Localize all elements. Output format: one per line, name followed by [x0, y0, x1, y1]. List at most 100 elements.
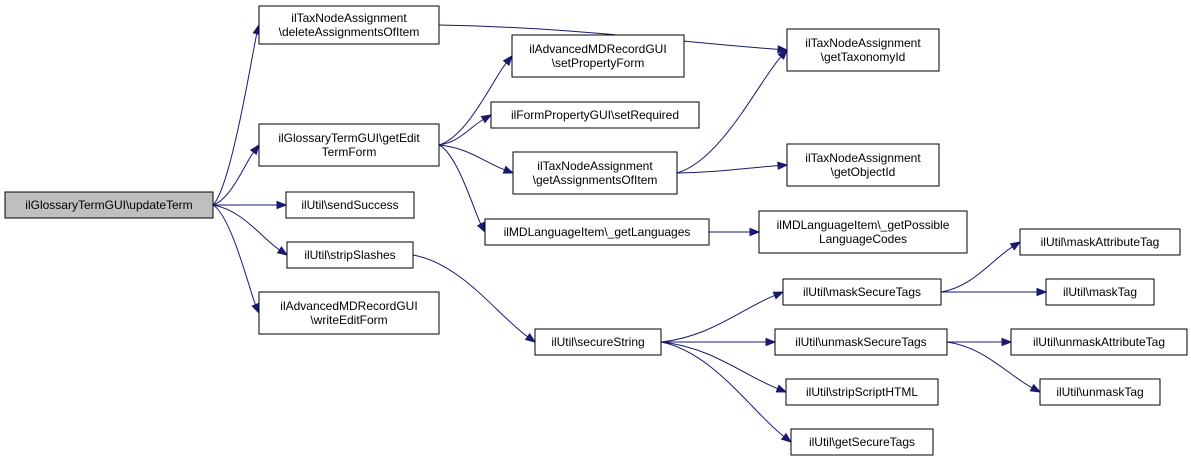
arrowhead: [251, 302, 260, 315]
node-box: [782, 278, 942, 306]
edge-line: [676, 165, 779, 174]
node-label: \setPropertyForm: [552, 56, 645, 70]
node-unmask-attribute-tag[interactable]: ilUtil\unmaskAttributeTag: [1010, 328, 1188, 356]
node-box: [790, 428, 934, 456]
node-label: \writeEditForm: [310, 313, 387, 327]
node-box: [490, 101, 700, 129]
edge-get-edit-term-form-to-get-assignments-of-item: [438, 144, 515, 174]
node-label: ilUtil\getSecureTags: [809, 435, 915, 449]
edge-line: [676, 56, 782, 174]
arrowhead: [777, 45, 789, 54]
node-label: ilUtil\maskSecureTags: [803, 285, 921, 299]
node-get-assignments-of-item[interactable]: ilTaxNodeAssignment\getAssignmentsOfItem: [512, 151, 678, 195]
edge-unmask-secure-tags-to-unmask-attribute-tag: [946, 337, 1013, 347]
node-box: [285, 191, 415, 219]
node-box: [534, 328, 662, 356]
node-box: [258, 291, 440, 335]
node-mask-attribute-tag[interactable]: ilUtil\maskAttributeTag: [1019, 228, 1181, 256]
arrowhead: [780, 432, 793, 443]
arrowhead: [777, 161, 789, 170]
arrowhead: [1029, 383, 1042, 393]
edge-line: [660, 341, 778, 390]
edge-line: [212, 204, 256, 305]
arrowhead: [1009, 241, 1022, 251]
node-set-required[interactable]: ilFormPropertyGUI\setRequired: [490, 101, 700, 129]
edge-line: [212, 204, 280, 251]
node-label: ilUtil\unmaskTag: [1056, 385, 1143, 399]
node-label: ilMDLanguageItem\_getLanguages: [504, 225, 691, 239]
node-unmask-secure-tags[interactable]: ilUtil\unmaskSecureTags: [774, 328, 948, 356]
edge-mask-secure-tags-to-mask-attribute-tag: [940, 241, 1022, 293]
node-update-term[interactable]: ilGlossaryTermGUI\updateTerm: [4, 191, 214, 219]
node-box: [1010, 328, 1188, 356]
edge-secure-string-to-strip-script-html: [660, 341, 788, 393]
node-mask-tag[interactable]: ilUtil\maskTag: [1045, 278, 1155, 306]
node-label: ilTaxNodeAssignment: [291, 11, 407, 25]
node-label: \deleteAssignmentsOfItem: [279, 25, 420, 39]
node-box: [786, 28, 940, 72]
node-set-property-form[interactable]: ilAdvancedMDRecordGUI\setPropertyForm: [511, 34, 685, 78]
node-label: ilTaxNodeAssignment: [537, 159, 653, 173]
node-label: ilUtil\sendSuccess: [301, 198, 398, 212]
node-get-taxonomy-id[interactable]: ilTaxNodeAssignment\getTaxonomyId: [786, 28, 940, 72]
edge-line: [438, 62, 507, 146]
edge-line: [212, 151, 254, 206]
node-get-possible-language-codes[interactable]: ilMDLanguageItem\_getPossibleLanguageCod…: [758, 210, 968, 254]
edge-unmask-secure-tags-to-unmask-tag: [946, 341, 1042, 393]
edge-line: [940, 246, 1013, 293]
node-box: [484, 218, 710, 246]
node-get-secure-tags[interactable]: ilUtil\getSecureTags: [790, 428, 934, 456]
function-nodes: ilGlossaryTermGUI\updateTerm ilTaxNodeAss…: [4, 5, 1188, 456]
arrowhead: [480, 114, 493, 124]
edge-update-term-to-get-edit-term-form: [212, 143, 260, 206]
node-label: TermForm: [322, 145, 377, 159]
node-get-languages[interactable]: ilMDLanguageItem\_getLanguages: [484, 218, 710, 246]
edge-secure-string-to-get-secure-tags: [660, 341, 793, 443]
node-box: [512, 151, 678, 195]
call-edges: [212, 23, 1048, 443]
node-strip-script-html[interactable]: ilUtil\stripScriptHTML: [785, 378, 939, 406]
arrowhead: [249, 143, 260, 156]
node-label: ilAdvancedMDRecordGUI: [529, 42, 666, 56]
edge-get-edit-term-form-to-set-required: [438, 114, 493, 146]
edge-get-assignments-of-item-to-get-object-id: [676, 161, 789, 174]
node-secure-string[interactable]: ilUtil\secureString: [534, 328, 662, 356]
node-label: ilGlossaryTermGUI\updateTerm: [25, 198, 192, 212]
node-box: [286, 241, 414, 269]
edge-strip-slashes-to-secure-string: [412, 254, 537, 343]
node-get-object-id[interactable]: ilTaxNodeAssignment\getObjectId: [786, 143, 940, 187]
node-box: [1019, 228, 1181, 256]
edge-line: [946, 341, 1033, 389]
node-strip-slashes[interactable]: ilUtil\stripSlashes: [286, 241, 414, 269]
arrowhead: [502, 165, 515, 174]
node-mask-secure-tags[interactable]: ilUtil\maskSecureTags: [782, 278, 942, 306]
arrowhead: [502, 54, 513, 67]
arrowhead: [772, 291, 785, 300]
node-box: [758, 210, 968, 254]
edge-secure-string-to-unmask-secure-tags: [660, 337, 777, 347]
node-label: \getAssignmentsOfItem: [533, 173, 658, 187]
edge-line: [660, 341, 785, 437]
node-label: ilUtil\unmaskSecureTags: [795, 335, 926, 349]
node-unmask-tag[interactable]: ilUtil\unmaskTag: [1039, 378, 1161, 406]
node-label: ilUtil\stripSlashes: [304, 248, 395, 262]
node-label: ilGlossaryTermGUI\getEdit: [278, 131, 420, 145]
node-label: ilUtil\maskTag: [1063, 285, 1137, 299]
edge-line: [438, 144, 482, 225]
arrowhead: [1036, 287, 1048, 297]
node-box: [774, 328, 948, 356]
node-box: [785, 378, 939, 406]
arrowhead: [276, 246, 289, 256]
node-label: \getObjectId: [831, 165, 896, 179]
node-label: ilUtil\maskAttributeTag: [1041, 235, 1160, 249]
node-write-edit-form[interactable]: ilAdvancedMDRecordGUI\writeEditForm: [258, 291, 440, 335]
node-send-success[interactable]: ilUtil\sendSuccess: [285, 191, 415, 219]
edge-line: [660, 294, 775, 343]
node-label: ilFormPropertyGUI\setRequired: [511, 108, 679, 122]
node-box: [786, 143, 940, 187]
node-delete-assignments[interactable]: ilTaxNodeAssignment\deleteAssignmentsOfI…: [258, 5, 440, 45]
node-label: ilMDLanguageItem\_getPossible: [777, 218, 950, 232]
arrowhead: [524, 333, 537, 343]
